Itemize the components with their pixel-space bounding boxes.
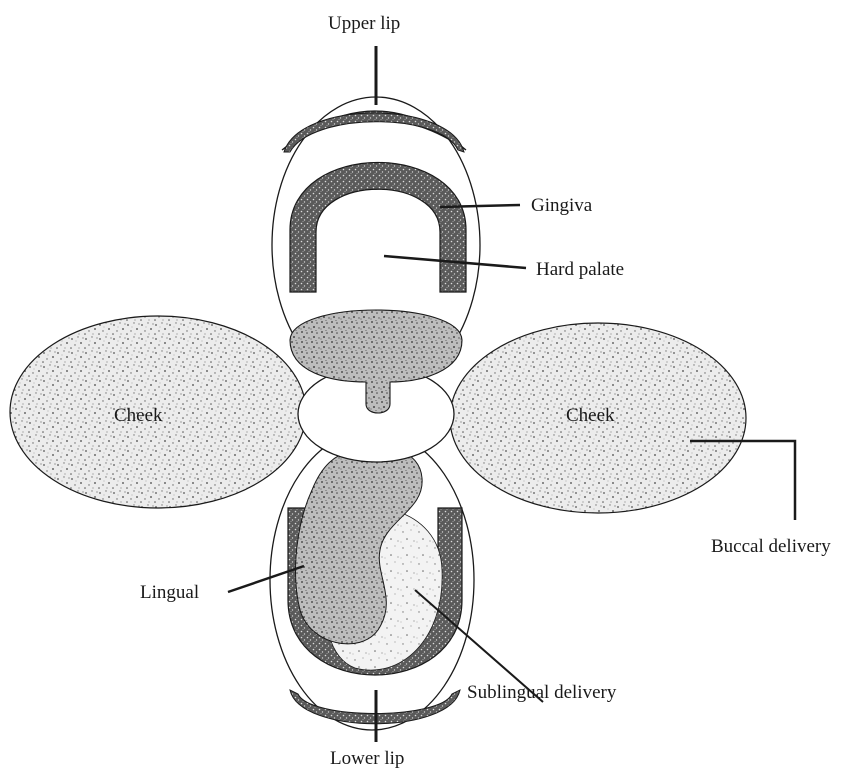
- label-lower-lip: Lower lip: [330, 749, 404, 768]
- label-upper-lip: Upper lip: [328, 14, 400, 33]
- label-hard-palate: Hard palate: [536, 260, 624, 279]
- label-cheek-left: Cheek: [114, 406, 163, 425]
- label-buccal-delivery: Buccal delivery: [711, 537, 831, 556]
- label-sublingual-delivery: Sublingual delivery: [467, 683, 616, 702]
- label-gingiva: Gingiva: [531, 196, 592, 215]
- label-cheek-right: Cheek: [566, 406, 615, 425]
- label-lingual: Lingual: [140, 583, 199, 602]
